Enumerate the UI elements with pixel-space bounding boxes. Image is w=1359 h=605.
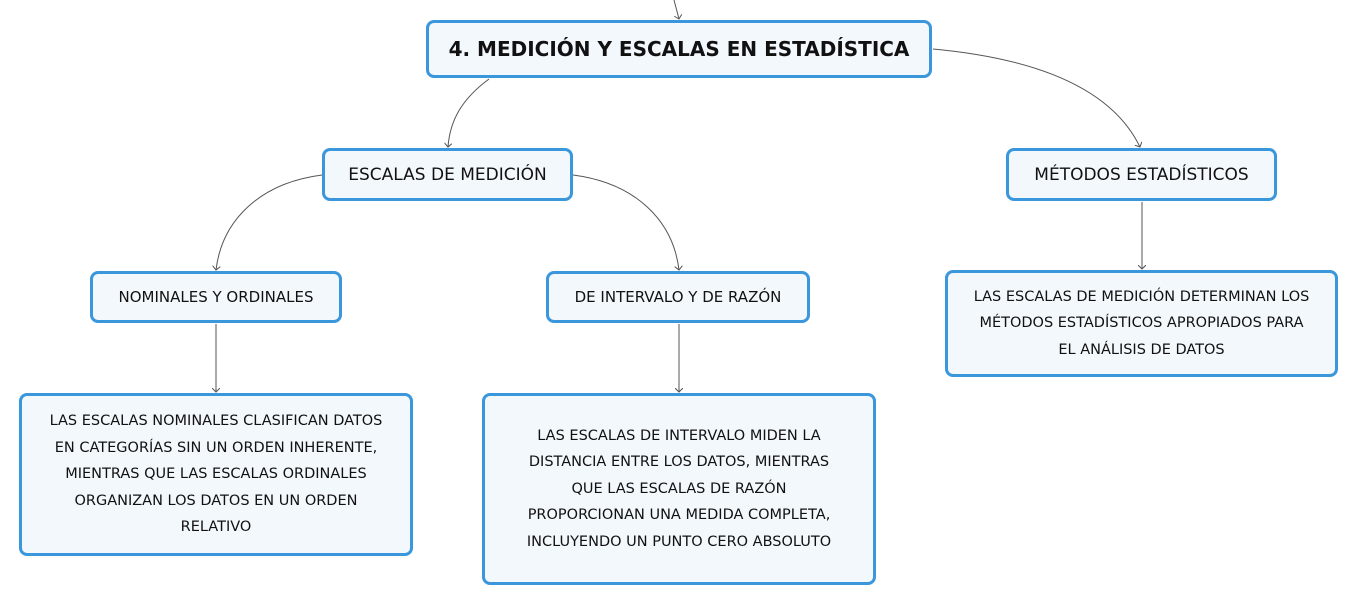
nominales-description-text: LAS ESCALAS NOMINALES CLASIFICAN DATOS E… [50, 408, 383, 541]
topic-intervalo-description[interactable]: LAS ESCALAS DE INTERVALO MIDEN LA DISTAN… [482, 393, 876, 585]
description-line: LAS ESCALAS NOMINALES CLASIFICAN DATOS [49, 413, 383, 430]
connector-escalas-to-intervalo [572, 174, 679, 270]
description-line: INCLUYENDO UN PUNTO CERO ABSOLUTO [526, 533, 832, 550]
topic-escalas-de-medicion[interactable]: ESCALAS DE MEDICIÓN [322, 148, 573, 201]
topic-intervalo-y-razon[interactable]: DE INTERVALO Y DE RAZÓN [546, 271, 810, 323]
description-line: RELATIVO [180, 519, 252, 536]
topic-nominales-label: NOMINALES Y ORDINALES [118, 288, 314, 306]
topic-metodos-estadisticos[interactable]: MÉTODOS ESTADÍSTICOS [1006, 148, 1277, 201]
description-line: QUE LAS ESCALAS DE RAZÓN [571, 480, 787, 497]
connector-root-to-escalas [448, 78, 490, 147]
topic-metodos-description[interactable]: LAS ESCALAS DE MEDICIÓN DETERMINAN LOS M… [945, 270, 1338, 377]
description-line: MÉTODOS ESTADÍSTICOS APROPIADOS PARA [979, 315, 1304, 332]
topic-metodos-label: MÉTODOS ESTADÍSTICOS [1034, 164, 1249, 185]
description-line: PROPORCIONAN UNA MEDIDA COMPLETA, [527, 507, 831, 524]
root-topic-label: 4. MEDICIÓN Y ESCALAS EN ESTADÍSTICA [448, 37, 910, 61]
description-line: EL ANÁLISIS DE DATOS [1058, 341, 1225, 358]
topic-nominales-y-ordinales[interactable]: NOMINALES Y ORDINALES [90, 271, 342, 323]
intervalo-description-text: LAS ESCALAS DE INTERVALO MIDEN LA DISTAN… [527, 423, 831, 556]
description-line: MIENTRAS QUE LAS ESCALAS ORDINALES [65, 466, 367, 483]
topic-escalas-label: ESCALAS DE MEDICIÓN [348, 164, 547, 185]
topic-nominales-description[interactable]: LAS ESCALAS NOMINALES CLASIFICAN DATOS E… [19, 393, 413, 556]
connector-root-to-metodos [932, 48, 1140, 147]
description-line: LAS ESCALAS DE INTERVALO MIDEN LA [537, 427, 821, 444]
metodos-description-text: LAS ESCALAS DE MEDICIÓN DETERMINAN LOS M… [974, 284, 1310, 364]
description-line: ORGANIZAN LOS DATOS EN UN ORDEN [74, 492, 358, 509]
description-line: LAS ESCALAS DE MEDICIÓN DETERMINAN LOS [973, 288, 1310, 305]
description-line: EN CATEGORÍAS SIN UN ORDEN INHERENTE, [54, 439, 378, 456]
root-topic[interactable]: 4. MEDICIÓN Y ESCALAS EN ESTADÍSTICA [426, 20, 932, 78]
connector-escalas-to-nominales [216, 174, 323, 270]
connector-parent-to-root [673, 0, 679, 19]
description-line: DISTANCIA ENTRE LOS DATOS, MIENTRAS [528, 454, 830, 471]
topic-intervalo-label: DE INTERVALO Y DE RAZÓN [574, 288, 782, 306]
